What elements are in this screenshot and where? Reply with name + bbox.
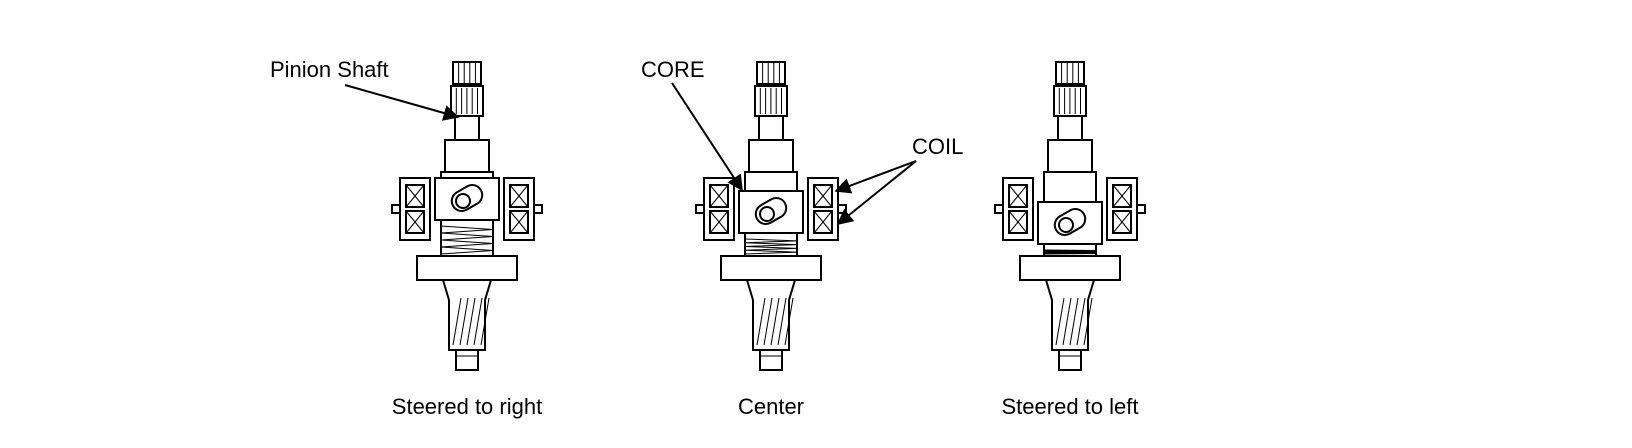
- coil-winding-cross-left-1b: [1008, 210, 1028, 234]
- shaft-collar: [1047, 139, 1093, 175]
- core-block: [1037, 201, 1103, 245]
- coil-winding-cross-right-0b: [509, 184, 529, 208]
- coil-winding-cross-right-1b: [813, 210, 833, 234]
- caption-center: Center: [738, 394, 804, 419]
- coil-tab-right: [533, 204, 543, 214]
- coil-winding-left-0: [1008, 184, 1028, 208]
- core-block: [434, 177, 500, 221]
- core-pin: [759, 206, 775, 222]
- coil-leader-lower: [836, 160, 917, 226]
- coil-tab-right: [837, 204, 847, 214]
- coil-winding-cross-left-0b: [709, 184, 729, 208]
- coil-tab-right: [1136, 204, 1146, 214]
- flange: [720, 255, 822, 281]
- pinion-shaft-label: Pinion Shaft: [270, 57, 389, 82]
- flange: [1019, 255, 1121, 281]
- gear-tooth-line: [1069, 297, 1079, 346]
- spline-cap: [452, 61, 482, 85]
- coil-winding-cross-right-0b: [813, 184, 833, 208]
- core-pin: [455, 193, 471, 209]
- torsion-spring: [744, 238, 798, 255]
- core-label: CORE: [641, 57, 705, 82]
- gear-tooth-line: [1076, 297, 1086, 346]
- spline-cap: [756, 61, 786, 85]
- upper-shaft: [1057, 115, 1083, 143]
- coil-winding-right-1: [813, 210, 833, 234]
- coil-winding-cross-right-0b: [1112, 184, 1132, 208]
- gear-tooth-line: [770, 297, 780, 346]
- coil-winding-right-1: [509, 210, 529, 234]
- core-leader: [671, 82, 743, 192]
- gear-tooth-line: [784, 297, 794, 346]
- lower-stub: [1058, 349, 1082, 371]
- coil-winding-cross-left-0b: [405, 184, 425, 208]
- gear-tooth-line: [459, 297, 469, 346]
- core-slot: [450, 184, 484, 213]
- caption-steered-right: Steered to right: [392, 394, 542, 419]
- coil-winding-cross-left-0b: [1008, 184, 1028, 208]
- gear-tooth-line: [777, 297, 787, 346]
- pinion-gear: [745, 279, 797, 351]
- gear-tooth-line: [763, 297, 773, 346]
- coil-housing-right: [807, 177, 839, 241]
- upper-shaft: [758, 115, 784, 143]
- core-block: [738, 190, 804, 234]
- spline-cap: [1055, 61, 1085, 85]
- assembly-center: [695, 61, 847, 371]
- gear-tooth-line: [1062, 297, 1072, 346]
- pinion-gear: [441, 279, 493, 351]
- coil-housing-right: [1106, 177, 1138, 241]
- coil-winding-cross-right-1b: [1112, 210, 1132, 234]
- gear-tooth-line: [452, 297, 462, 346]
- coil-winding-cross-left-1b: [405, 210, 425, 234]
- pinion-shaft-leader: [344, 84, 460, 121]
- coil-housing-left: [1002, 177, 1034, 241]
- torsion-spring: [1043, 249, 1097, 255]
- coil-winding-right-0: [813, 184, 833, 208]
- caption-steered-left: Steered to left: [1002, 394, 1139, 419]
- coil-winding-cross-left-1b: [709, 210, 729, 234]
- assembly-steered-left: [994, 61, 1146, 371]
- shaft-collar: [748, 139, 794, 175]
- coil-tab-left: [695, 204, 705, 214]
- coil-winding-left-1: [1008, 210, 1028, 234]
- gear-tooth-line: [1083, 297, 1093, 346]
- coil-winding-left-0: [405, 184, 425, 208]
- coil-winding-left-1: [709, 210, 729, 234]
- coil-winding-right-1: [1112, 210, 1132, 234]
- gear-tooth-line: [1055, 297, 1065, 346]
- flange: [416, 255, 518, 281]
- coil-winding-right-0: [1112, 184, 1132, 208]
- gear-tooth-line: [480, 297, 490, 346]
- coil-winding-left-1: [405, 210, 425, 234]
- coil-housing-left: [703, 177, 735, 241]
- gear-tooth-line: [466, 297, 476, 346]
- core-pin: [1058, 217, 1074, 233]
- coil-tab-left: [391, 204, 401, 214]
- coil-winding-cross-right-1b: [509, 210, 529, 234]
- pinion-gear: [1044, 279, 1096, 351]
- core-slot: [754, 196, 788, 225]
- lower-stub: [759, 349, 783, 371]
- torsion-spring: [440, 225, 494, 255]
- core-slot: [1053, 208, 1087, 236]
- coil-housing-right: [503, 177, 535, 241]
- upper-shaft: [454, 115, 480, 143]
- coil-winding-right-0: [509, 184, 529, 208]
- shaft-collar: [444, 139, 490, 175]
- lower-stub: [455, 349, 479, 371]
- coil-housing-left: [399, 177, 431, 241]
- coil-leader-upper: [834, 160, 917, 194]
- gear-tooth-line: [473, 297, 483, 346]
- coil-tab-left: [994, 204, 1004, 214]
- gear-tooth-line: [756, 297, 766, 346]
- coil-winding-left-0: [709, 184, 729, 208]
- coil-label: COIL: [912, 134, 963, 159]
- assembly-steered-right: [391, 61, 543, 371]
